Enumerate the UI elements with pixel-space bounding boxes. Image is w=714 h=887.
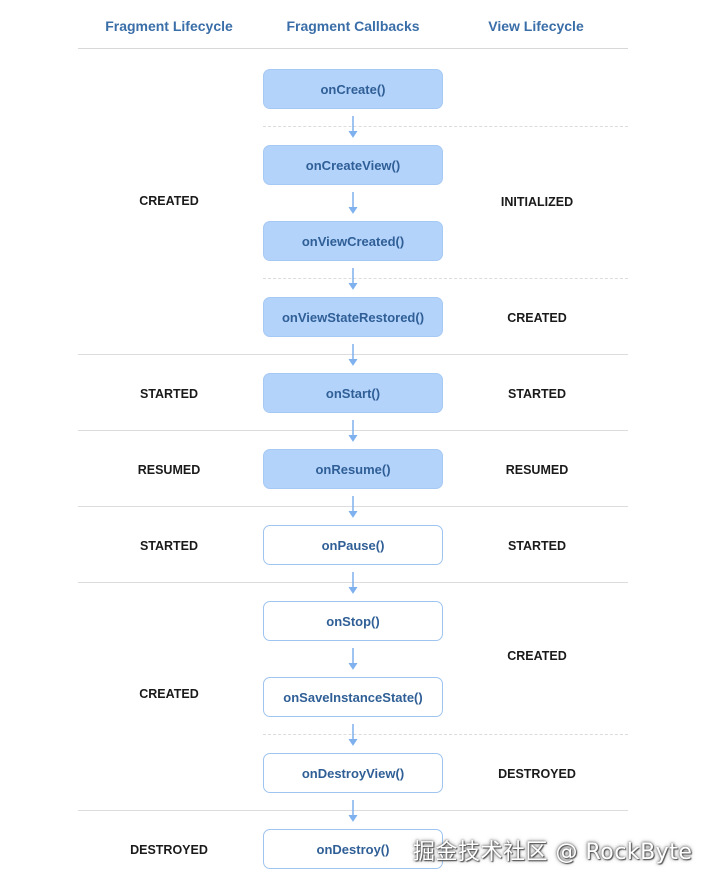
arrow-down-icon [348,268,358,290]
header-divider [78,48,628,49]
view-state-created: CREATED [507,311,567,325]
callback-on-resume: onResume() [263,449,443,489]
callback-on-view-state-restored: onViewStateRestored() [263,297,443,337]
callback-on-stop: onStop() [263,601,443,641]
fragment-state-created: CREATED [139,687,199,701]
arrow-down-icon [348,724,358,746]
callback-on-pause: onPause() [263,525,443,565]
fragment-state-resumed: RESUMED [137,463,201,477]
arrow-down-icon [348,648,358,670]
header-fragment-callbacks: Fragment Callbacks [286,18,420,34]
arrow-down-icon [348,344,358,366]
watermark-text: 掘金技术社区 @ RockByte [413,840,693,865]
header-view-lifecycle: View Lifecycle [488,18,584,34]
view-state-resumed: RESUMED [505,463,569,477]
arrow-down-icon [348,116,358,138]
separator-dashed [263,278,628,279]
fragment-state-started: STARTED [139,539,199,553]
arrow-down-icon [348,496,358,518]
separator-dashed [263,126,628,127]
arrow-down-icon [348,192,358,214]
arrow-down-icon [348,572,358,594]
callback-on-start: onStart() [263,373,443,413]
callback-on-save-instance-state: onSaveInstanceState() [263,677,443,717]
view-state-initialized: INITIALIZED [500,195,574,209]
arrow-down-icon [348,800,358,822]
callback-on-create-view: onCreateView() [263,145,443,185]
separator-dashed [263,734,628,735]
header-fragment-lifecycle: Fragment Lifecycle [105,18,233,34]
callback-on-view-created: onViewCreated() [263,221,443,261]
fragment-state-destroyed: DESTROYED [130,843,208,857]
arrow-down-icon [348,420,358,442]
view-state-created: CREATED [507,649,567,663]
fragment-state-started: STARTED [139,387,199,401]
fragment-state-created: CREATED [139,194,199,208]
callback-on-destroy: onDestroy() [263,829,443,869]
callback-on-create: onCreate() [263,69,443,109]
view-state-started: STARTED [507,387,567,401]
view-state-started: STARTED [507,539,567,553]
view-state-destroyed: DESTROYED [498,767,576,781]
callback-on-destroy-view: onDestroyView() [263,753,443,793]
